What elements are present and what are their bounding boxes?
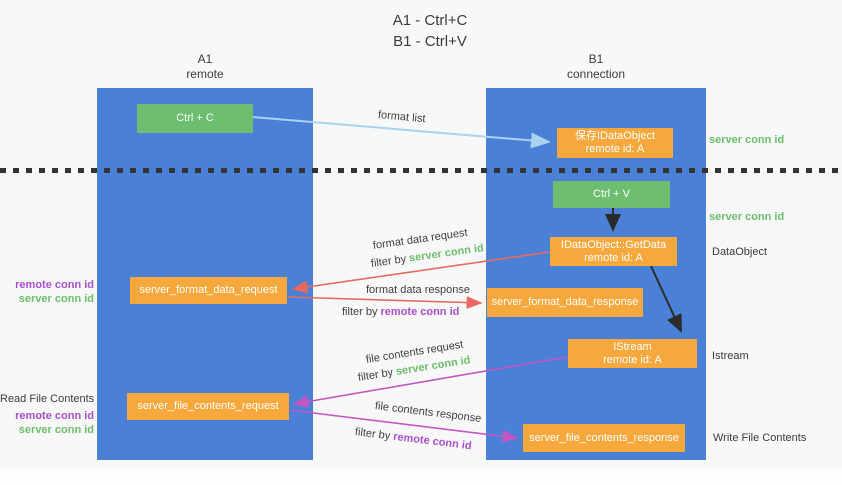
label-read-file-contents: Read File Contents bbox=[0, 393, 95, 405]
node-server-format-data-response: server_format_data_response bbox=[487, 288, 643, 317]
column-a1-subtitle: remote bbox=[186, 67, 224, 81]
node-server-file-contents-response-label: server_file_contents_response bbox=[529, 431, 679, 444]
label-filter-remote-conn-id-1: remote conn id bbox=[380, 306, 460, 318]
node-server-file-contents-request-label: server_file_contents_request bbox=[137, 400, 279, 412]
node-save-idataobject-line2: remote id: A bbox=[585, 143, 645, 155]
label-format-data-response: format data response bbox=[366, 284, 470, 296]
bottom-strip bbox=[0, 471, 842, 485]
node-server-file-contents-request: server_file_contents_request bbox=[127, 393, 289, 420]
label-dataobject: DataObject bbox=[712, 246, 768, 258]
label-istream: Istream bbox=[712, 350, 749, 362]
label-filter-by-3: filter by bbox=[357, 366, 397, 384]
column-b1-name: B1 bbox=[588, 52, 604, 66]
label-write-file-contents: Write File Contents bbox=[713, 432, 807, 444]
label-server-conn-id-left-2: server conn id bbox=[18, 424, 94, 436]
column-a1-name: A1 bbox=[197, 52, 213, 66]
label-remote-conn-id-left-1: remote conn id bbox=[15, 279, 94, 291]
node-idataobject-getdata-line2: remote id: A bbox=[584, 251, 643, 264]
node-istream: IStream remote id: A bbox=[568, 339, 697, 368]
label-file-contents-response: file contents response bbox=[374, 400, 482, 425]
label-format-list: format list bbox=[377, 109, 427, 126]
node-ctrl-c-label: Ctrl + C bbox=[176, 112, 214, 124]
title-line-2: B1 - Ctrl+V bbox=[393, 33, 467, 50]
title-line-1: A1 - Ctrl+C bbox=[392, 12, 468, 29]
node-server-file-contents-response: server_file_contents_response bbox=[523, 424, 685, 452]
node-server-format-data-response-label: server_format_data_response bbox=[491, 296, 639, 308]
node-idataobject-getdata-line1: IDataObject::GetData bbox=[560, 238, 667, 251]
label-filter-by-4: filter by bbox=[354, 426, 394, 443]
column-header-a1: A1 remote bbox=[97, 52, 313, 82]
node-server-format-data-request: server_format_data_request bbox=[130, 277, 287, 304]
arrow-format-data-response bbox=[287, 296, 483, 309]
label-filter-by-2: filter by bbox=[342, 306, 381, 318]
label-filter-by-remote-conn-id-2: filter by remote conn id bbox=[354, 426, 472, 452]
label-filter-by-remote-conn-id-1: filter by remote conn id bbox=[342, 306, 459, 318]
label-server-conn-id-left-1: server conn id bbox=[18, 293, 94, 305]
label-server-conn-id-mid: server conn id bbox=[709, 211, 785, 223]
label-read-file-contents-block: Read File Contents bbox=[0, 392, 94, 406]
left-conn-id-block-2: remote conn id server conn id bbox=[0, 409, 94, 437]
label-server-conn-id-top: server conn id bbox=[709, 134, 785, 146]
node-save-idataobject: 保存IDataObject remote id: A bbox=[557, 128, 673, 158]
node-server-format-data-request-label: server_format_data_request bbox=[139, 284, 278, 296]
label-filter-remote-conn-id-2: remote conn id bbox=[392, 430, 473, 453]
diagram-title: A1 - Ctrl+C B1 - Ctrl+V bbox=[320, 10, 540, 52]
node-ctrl-v: Ctrl + V bbox=[553, 181, 670, 208]
label-remote-conn-id-left-2: remote conn id bbox=[15, 410, 94, 422]
label-filter-by-1: filter by bbox=[370, 252, 410, 270]
column-b1-subtitle: connection bbox=[566, 67, 626, 81]
node-idataobject-getdata: IDataObject::GetData remote id: A bbox=[550, 237, 677, 266]
node-istream-line2: remote id: A bbox=[603, 353, 662, 366]
node-save-idataobject-line1: 保存IDataObject bbox=[574, 130, 656, 142]
label-filter-server-conn-id-1: server conn id bbox=[408, 242, 485, 265]
node-ctrl-c: Ctrl + C bbox=[137, 104, 253, 133]
left-conn-id-block-1: remote conn id server conn id bbox=[0, 278, 94, 306]
dashed-separator bbox=[0, 168, 842, 173]
column-header-b1: B1 connection bbox=[486, 52, 706, 82]
node-ctrl-v-label: Ctrl + V bbox=[593, 188, 630, 200]
node-istream-line1: IStream bbox=[613, 340, 652, 353]
